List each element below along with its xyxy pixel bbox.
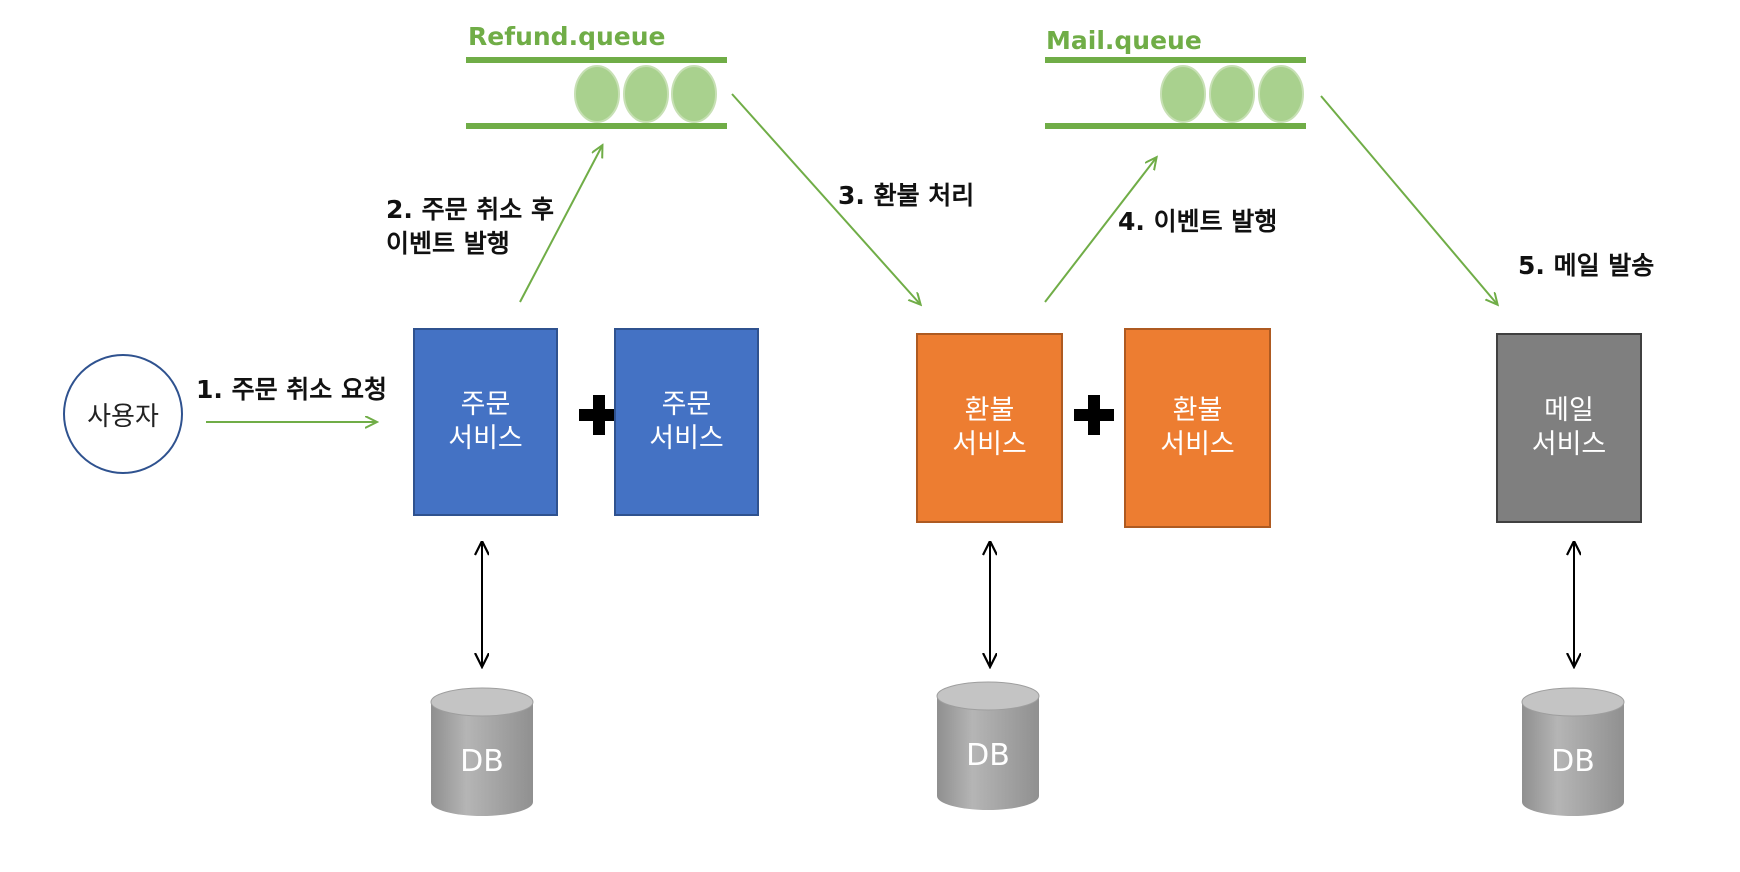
refund-queue-label: Refund.queue bbox=[468, 22, 666, 51]
refund-service-replica: 환불 서비스 bbox=[1124, 328, 1271, 528]
database-label: DB bbox=[460, 744, 504, 779]
database-refund bbox=[936, 681, 1040, 810]
database-mail bbox=[1521, 687, 1625, 816]
service-name: 주문 bbox=[661, 389, 712, 420]
refund-queue bbox=[466, 57, 727, 129]
service-suffix: 서비스 bbox=[1160, 429, 1235, 460]
plus-icon bbox=[1074, 395, 1114, 435]
service-name: 메일 bbox=[1544, 395, 1594, 426]
queue-message bbox=[623, 65, 669, 123]
order-service-primary: 주문 서비스 bbox=[413, 328, 558, 516]
order-service-replica: 주문 서비스 bbox=[614, 328, 759, 516]
queue-message bbox=[574, 65, 620, 123]
service-name: 환불 bbox=[964, 395, 1015, 426]
user-label: 사용자 bbox=[87, 401, 159, 432]
step-2-label-line1: 2. 주문 취소 후 bbox=[386, 195, 555, 224]
database-label: DB bbox=[966, 738, 1010, 773]
service-suffix: 서비스 bbox=[1531, 429, 1607, 460]
mail-service: 메일 서비스 bbox=[1496, 333, 1642, 523]
user-actor: 사용자 bbox=[63, 354, 183, 474]
service-suffix: 서비스 bbox=[448, 423, 523, 454]
queue-message bbox=[671, 65, 717, 123]
queue-message bbox=[1209, 65, 1255, 123]
step-1-label: 1. 주문 취소 요청 bbox=[196, 375, 388, 404]
arrow-refund-to-mail-queue bbox=[1044, 158, 1156, 303]
arrow-mail-queue-to-mail bbox=[1320, 95, 1497, 304]
service-suffix: 서비스 bbox=[649, 423, 724, 454]
database-order bbox=[430, 687, 534, 816]
queue-message bbox=[1160, 65, 1206, 123]
arrow-order-to-refund-queue bbox=[519, 146, 602, 303]
service-name: 주문 bbox=[460, 389, 511, 420]
database-label: DB bbox=[1551, 744, 1595, 779]
step-4-label: 4. 이벤트 발행 bbox=[1118, 207, 1278, 236]
arrow-refund-queue-to-refund bbox=[731, 93, 920, 304]
service-name: 환불 bbox=[1172, 395, 1223, 426]
step-3-label: 3. 환불 처리 bbox=[838, 181, 975, 210]
queue-message bbox=[1258, 65, 1304, 123]
mail-queue-label: Mail.queue bbox=[1046, 26, 1202, 55]
step-2-label-line2: 이벤트 발행 bbox=[386, 229, 510, 258]
mail-queue bbox=[1045, 57, 1306, 129]
plus-icon bbox=[579, 395, 619, 435]
step-5-label: 5. 메일 발송 bbox=[1518, 251, 1655, 280]
service-suffix: 서비스 bbox=[952, 429, 1027, 460]
refund-service-primary: 환불 서비스 bbox=[916, 333, 1063, 523]
